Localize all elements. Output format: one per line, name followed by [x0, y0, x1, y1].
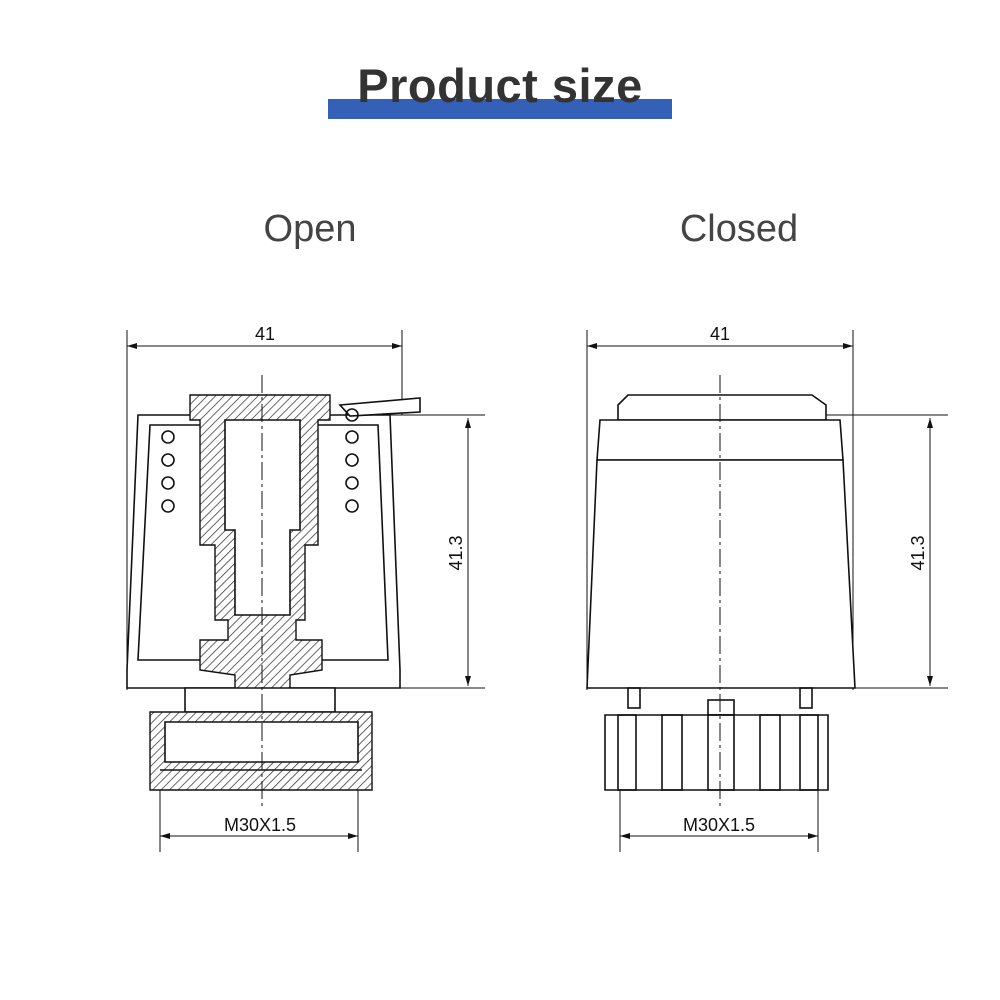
- page-title: Product size: [357, 59, 643, 112]
- open-thread-dimension: M30X1.5: [224, 815, 296, 835]
- closed-view-label: Closed: [679, 208, 799, 250]
- title-underline-bar: [328, 99, 672, 119]
- open-view-label: Open: [263, 208, 357, 250]
- open-view-drawing: 41 41.3 M30X1.5: [126, 324, 485, 852]
- closed-height-dimension: 41.3: [908, 535, 928, 570]
- closed-width-dimension: 41: [710, 324, 730, 344]
- closed-thread-dimension: M30X1.5: [683, 815, 755, 835]
- open-height-dimension: 41.3: [446, 535, 466, 570]
- closed-view-drawing: 41 41.3 M30X1.5: [586, 324, 948, 852]
- open-width-dimension: 41: [255, 324, 275, 344]
